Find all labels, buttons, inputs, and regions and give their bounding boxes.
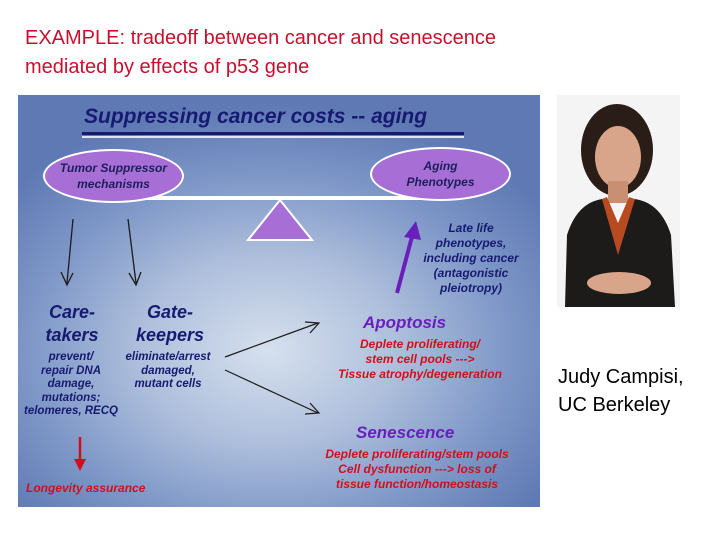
seesaw-fulcrum [245, 198, 315, 241]
arrow-late-life [395, 232, 415, 294]
slide-title-line-2: mediated by effects of p53 gene [25, 56, 310, 78]
neck-shape [608, 181, 628, 203]
caretakers-desc-line-3: damage, [47, 378, 95, 390]
arrow-to-gatekeepers-head [128, 271, 142, 287]
title-underline [82, 132, 464, 135]
caption-line-2: UC Berkeley [558, 394, 671, 416]
title-underline-shadow [82, 136, 464, 138]
late-life-line-4: (antagonistic [433, 266, 509, 280]
hands-shape [587, 272, 651, 294]
longevity-label: Longevity assurance [26, 481, 146, 495]
gatekeepers-heading: Gate- keepers [126, 301, 214, 347]
gatekeepers-desc-line-3: mutant cells [134, 378, 202, 390]
apoptosis-desc-line-2: stem cell pools ---> [365, 352, 475, 366]
gatekeepers-heading-line-1: Gate- [146, 302, 193, 322]
late-life-line-3: including cancer [423, 251, 519, 265]
senescence-desc-line-2: Cell dysfunction ---> loss of [338, 462, 496, 476]
speaker-photo [557, 95, 680, 307]
senescence-heading: Senescence [356, 423, 455, 442]
caretakers-heading-line-2: takers [45, 325, 99, 345]
diagram-title: Suppressing cancer costs -- aging [84, 105, 428, 128]
late-life-line-5: pleiotropy) [440, 281, 502, 295]
caretakers-desc-line-2: repair DNA [40, 364, 102, 377]
arrow-late-life-head [404, 221, 421, 240]
late-life-line-1: Late life [448, 221, 494, 235]
senescence-desc-line-3: tissue function/homeostasis [335, 477, 499, 491]
speaker-caption: Judy Campisi, UC Berkeley [558, 363, 684, 419]
tumor-suppressor-line-1: Tumor Suppressor [59, 161, 168, 175]
gatekeepers-desc-line-1: eliminate/arrest [125, 351, 211, 363]
apoptosis-heading: Apoptosis [363, 313, 447, 332]
apoptosis-description: Deplete proliferating/ stem cell pools -… [314, 337, 526, 382]
aging-phenotypes-line-2: Phenotypes [406, 175, 475, 189]
caretakers-desc-line-4: mutations; [41, 391, 101, 404]
arrow-to-caretakers-head [60, 271, 74, 287]
arrow-to-senescence [224, 369, 319, 414]
caption-line-1: Judy Campisi, [558, 366, 684, 388]
portrait-image [557, 95, 680, 307]
arrow-to-gatekeepers [127, 218, 137, 284]
arrow-to-apoptosis [224, 322, 319, 358]
gatekeepers-desc-line-2: damaged, [141, 364, 195, 377]
caretakers-heading-line-1: Care- [48, 302, 96, 322]
late-life-text: Late life phenotypes, including cancer (… [404, 221, 538, 296]
caretakers-heading: Care- takers [36, 301, 108, 347]
slide-title: EXAMPLE: tradeoff between cancer and sen… [25, 24, 665, 82]
tumor-suppressor-oval: Tumor Suppressor mechanisms [43, 149, 184, 203]
aging-phenotypes-oval: Aging Phenotypes [370, 147, 511, 201]
caretakers-desc-line-1: prevent/ [48, 351, 94, 363]
arrow-to-senescence-head [304, 402, 321, 415]
arrow-to-longevity-head [74, 459, 86, 471]
apoptosis-desc-line-3: Tissue atrophy/degeneration [338, 367, 502, 381]
slide-title-line-1: EXAMPLE: tradeoff between cancer and sen… [25, 27, 497, 49]
face-shape [595, 126, 641, 188]
caretakers-description: prevent/ repair DNA damage, mutations; t… [16, 351, 126, 419]
gatekeepers-heading-line-2: keepers [135, 325, 205, 345]
shirt-shape [602, 197, 635, 255]
diagram-panel: Suppressing cancer costs -- aging Tumor … [18, 95, 540, 507]
aging-phenotypes-line-1: Aging [423, 159, 458, 173]
senescence-desc-line-1: Deplete proliferating/stem pools [325, 447, 509, 461]
arrow-to-caretakers [66, 218, 74, 284]
diagram-graphics [60, 196, 449, 471]
gatekeepers-description: eliminate/arrest damaged, mutant cells [116, 351, 220, 392]
tumor-suppressor-line-2: mechanisms [77, 177, 150, 191]
senescence-description: Deplete proliferating/stem pools Cell dy… [302, 447, 532, 492]
arrow-to-apoptosis-head [304, 321, 321, 334]
seesaw-beam [114, 196, 449, 200]
late-life-line-2: phenotypes, [435, 236, 507, 250]
apoptosis-desc-line-1: Deplete proliferating/ [359, 337, 481, 351]
caretakers-desc-line-5: telomeres, RECQ [24, 405, 118, 417]
